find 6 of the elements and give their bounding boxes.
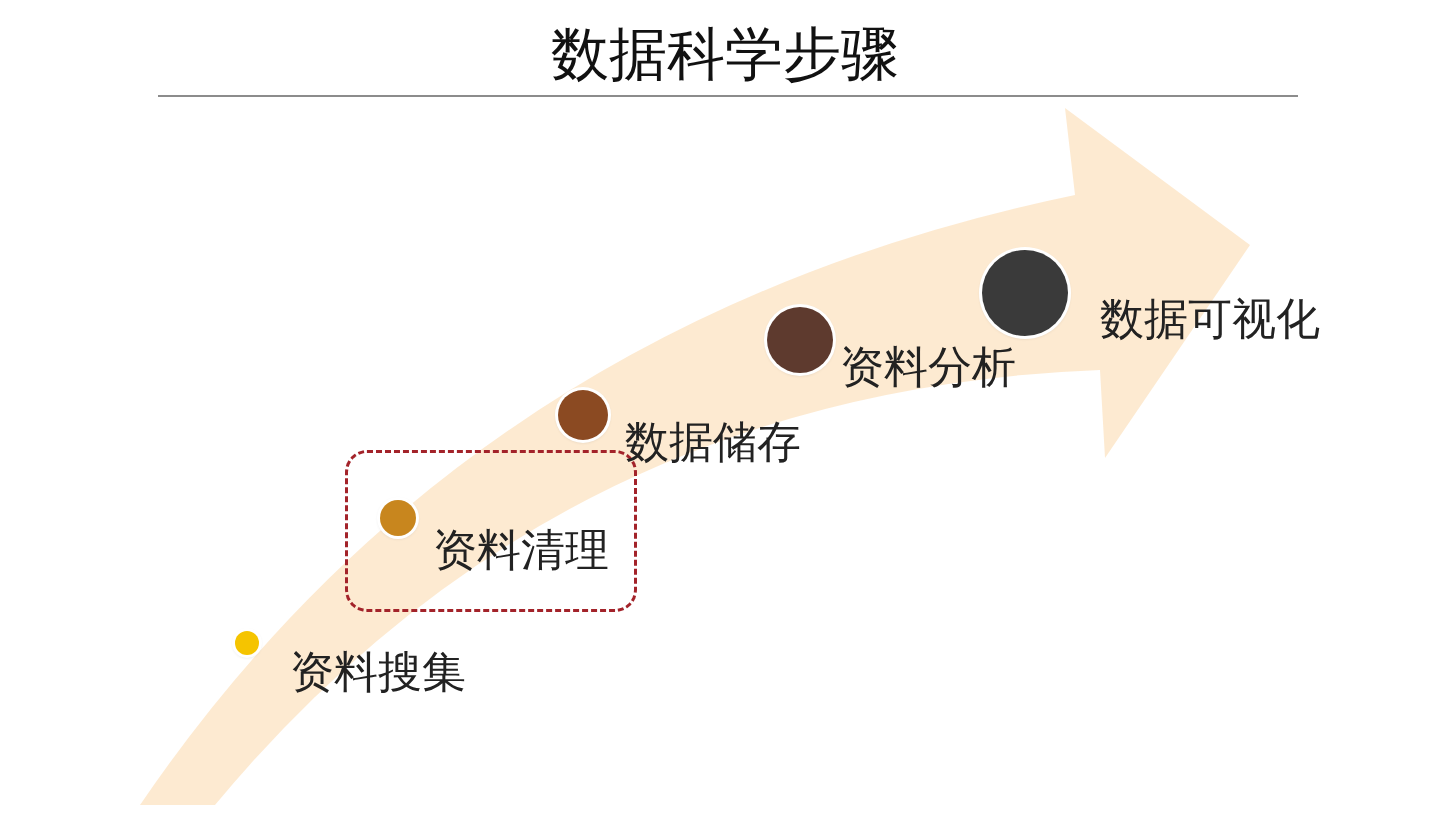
step-label: 数据可视化 (1100, 297, 1320, 341)
step-label: 资料清理 (433, 528, 609, 572)
step-label: 资料搜集 (290, 650, 466, 694)
step-label: 资料分析 (840, 345, 1016, 389)
title: 数据科学步骤 (549, 20, 900, 90)
step-label: 数据储存 (625, 420, 801, 464)
